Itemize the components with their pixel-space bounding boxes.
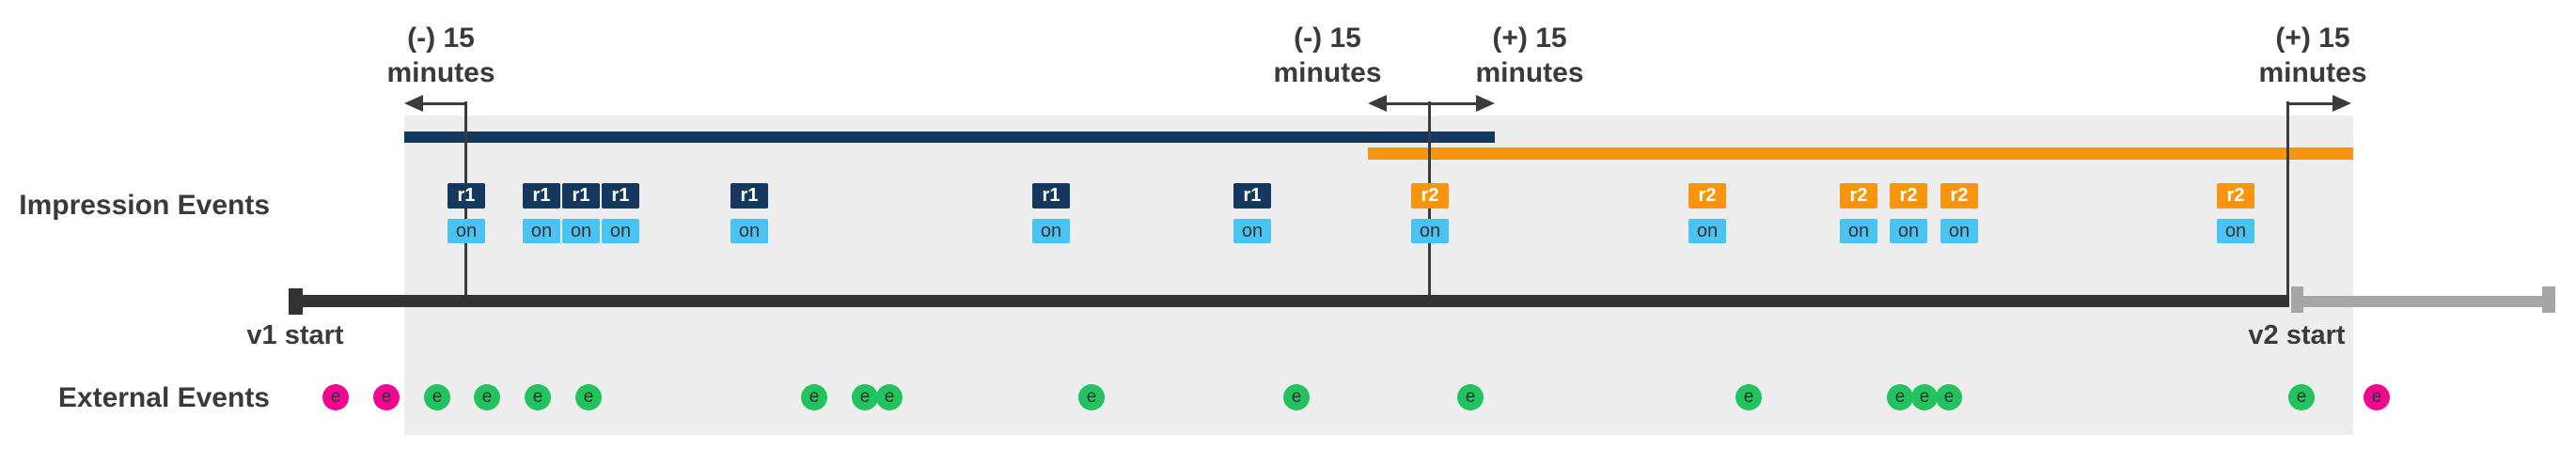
external-event-dot-green: e: [1936, 384, 1962, 410]
impression-badge-r2: r2: [1840, 183, 1877, 209]
arrowhead-right-icon: [1476, 95, 1495, 112]
annotation-plus-15-end: (+) 15 minutes: [2209, 21, 2416, 90]
impression-badge-r2: r2: [1411, 183, 1449, 209]
impression-badge-r1: r1: [602, 183, 639, 209]
external-event-dot-green: e: [876, 384, 903, 410]
arrowhead-right-icon: [2333, 95, 2351, 112]
external-event-dot-green: e: [801, 384, 827, 410]
impression-state-badge: on: [1411, 219, 1449, 243]
external-event-dot-green: e: [525, 384, 551, 410]
arrowhead-left-icon: [1368, 95, 1387, 112]
arrow-shaft: [1385, 102, 1478, 105]
external-event-dot-green: e: [1911, 384, 1938, 410]
v1-timeline-bar: [289, 295, 2289, 307]
external-event-dot-green: e: [474, 384, 500, 410]
impression-badge-r1: r1: [562, 183, 600, 209]
external-event-dot-green: e: [1736, 384, 1762, 410]
annotation-line-1: (+) 15: [2275, 23, 2350, 54]
impression-badge-r2: r2: [1890, 183, 1927, 209]
annotation-line-2: minutes: [2258, 57, 2367, 88]
impression-state-badge: on: [562, 219, 600, 243]
impression-badge-r2: r2: [1689, 183, 1726, 209]
impression-badge-r1: r1: [1032, 183, 1070, 209]
v1-start-label: v1 start: [246, 320, 344, 350]
external-events-row-label: External Events: [57, 382, 270, 413]
v2-start-tick: [2291, 286, 2303, 313]
external-event-dot-magenta: e: [2364, 384, 2390, 410]
impression-badge-r1: r1: [448, 183, 485, 209]
external-event-dot-green: e: [1078, 384, 1105, 410]
annotation-line-1: (-) 15: [1294, 23, 1361, 54]
impression-state-badge: on: [523, 219, 560, 243]
impression-badge-r2: r2: [1940, 183, 1978, 209]
impression-state-badge: on: [1940, 219, 1978, 243]
annotation-minus-15-v2: (-) 15 minutes: [1224, 21, 1431, 90]
impression-state-badge: on: [602, 219, 639, 243]
impression-state-badge: on: [2217, 219, 2254, 243]
annotation-line-2: minutes: [386, 57, 495, 88]
r2-window-bar: [1368, 147, 2353, 160]
annotation-plus-15-v2: (+) 15 minutes: [1426, 21, 1633, 90]
impression-state-badge: on: [1840, 219, 1877, 243]
external-event-dot-green: e: [1457, 384, 1484, 410]
external-event-dot-green: e: [424, 384, 450, 410]
impression-events-row-label: Impression Events: [19, 190, 270, 221]
annotation-line-2: minutes: [1273, 57, 1382, 88]
external-event-dot-green: e: [1283, 384, 1310, 410]
external-event-dot-green: e: [1887, 384, 1913, 410]
arrow-shaft: [421, 102, 467, 105]
impression-state-badge: on: [1689, 219, 1726, 243]
v1-start-tick: [289, 288, 303, 315]
arrow-shaft: [2289, 102, 2334, 105]
impression-state-badge: on: [1233, 219, 1271, 243]
annotation-minus-15-v1: (-) 15 minutes: [338, 21, 544, 90]
v2-timeline-bar: [2291, 296, 2543, 307]
external-event-dot-magenta: e: [373, 384, 400, 410]
v2-start-label: v2 start: [2248, 320, 2346, 350]
external-event-dot-green: e: [2288, 384, 2315, 410]
impression-state-badge: on: [1032, 219, 1070, 243]
r1-window-bar: [404, 131, 1495, 143]
impression-state-badge: on: [1890, 219, 1927, 243]
annotation-line-1: (+) 15: [1492, 23, 1567, 54]
analysis-window-panel: [404, 116, 2353, 435]
impression-state-badge: on: [448, 219, 485, 243]
impression-badge-r1: r1: [730, 183, 768, 209]
impression-state-badge: on: [730, 219, 768, 243]
arrowhead-left-icon: [404, 95, 423, 112]
annotation-line-2: minutes: [1475, 57, 1584, 88]
impression-badge-r1: r1: [1233, 183, 1271, 209]
external-event-dot-green: e: [575, 384, 602, 410]
timeline-end-tick: [2542, 286, 2555, 313]
impression-badge-r2: r2: [2217, 183, 2254, 209]
external-event-dot-green: e: [852, 384, 878, 410]
v2-start-marker-line: [2286, 101, 2289, 295]
impression-badge-r1: r1: [523, 183, 560, 209]
annotation-line-1: (-) 15: [407, 23, 475, 54]
external-event-dot-magenta: e: [322, 384, 349, 410]
